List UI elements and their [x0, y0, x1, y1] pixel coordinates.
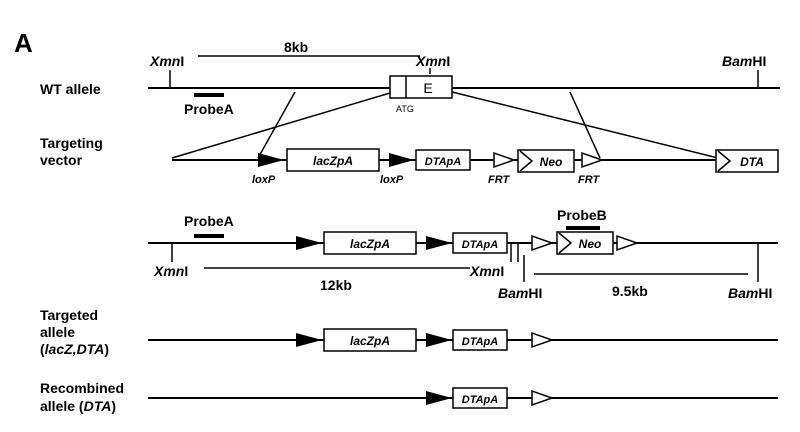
lacz-label-tv: lacZpA [313, 154, 353, 168]
exon-label: E [423, 80, 432, 96]
frt-label-2: FRT [578, 174, 600, 186]
homology-left-inner [171, 92, 391, 159]
dtapa-box-tv [415, 149, 471, 171]
wt-allele-label: WT allele [40, 81, 101, 97]
targeted-allele-label-3: (lacZ,DTA) [40, 341, 109, 357]
neo-label-ko: Neo [579, 237, 602, 251]
dta-promoter-chevron [717, 150, 732, 172]
probe-a-bar-ko [194, 234, 224, 238]
neo-box-ko [556, 231, 614, 255]
dtapa-box-rc [452, 387, 508, 409]
rc-frt-triangle [531, 389, 555, 407]
lacz-label-ko: lacZpA [350, 237, 390, 251]
wt-bam-label: BamHI [722, 53, 766, 69]
homology-right-inner [569, 91, 601, 159]
targeted-allele-label-2: allele [40, 324, 75, 340]
ko-bam-label-right: BamHI [728, 285, 772, 301]
targeting-vector-label-1: Targeting [40, 135, 103, 151]
dtapa-box-ko [452, 232, 508, 254]
dtapa-label-rc: DTApA [462, 394, 499, 406]
lacz-box-tv [286, 148, 380, 172]
probe-a-label-ko: ProbeA [184, 213, 234, 229]
recombined-allele-label-2: allele (DTA) [40, 398, 116, 414]
wt-8kb-label: 8kb [284, 39, 308, 55]
rc-loxp-triangle [426, 391, 452, 405]
ko-xmn-label-right: XmnI [469, 263, 504, 279]
dtapa-box-ta [452, 329, 508, 351]
dtapa-label-ko: DTApA [462, 239, 499, 251]
dta-box-tv [715, 149, 779, 173]
ko-loxp-triangle-1 [296, 236, 322, 250]
ko-bam-label-left: BamHI [498, 285, 542, 301]
neo-box-tv [517, 149, 575, 173]
probe-a-bar-wt [194, 93, 224, 97]
ko-frt-triangle-2 [616, 234, 640, 252]
wt-xmn-label-right: XmnI [415, 53, 450, 69]
exon-box [389, 75, 453, 99]
ko-loxp-triangle-2 [426, 236, 452, 250]
frt-triangle-2 [581, 151, 605, 169]
lacz-box-ta [323, 328, 417, 352]
ta-loxp-triangle-1 [296, 333, 322, 347]
loxp-label-2: loxP [380, 174, 404, 186]
neo-label-tv: Neo [540, 155, 563, 169]
dtapa-label-ta: DTApA [462, 336, 499, 348]
dtapa-label-tv: DTApA [425, 156, 462, 168]
frt-triangle-1 [493, 151, 517, 169]
ko-9-5kb-label: 9.5kb [612, 283, 648, 299]
ko-12kb-label: 12kb [320, 277, 352, 293]
targeting-vector-label-2: vector [40, 152, 83, 168]
loxp-triangle-1 [258, 153, 284, 167]
recombined-allele-label-1: Recombined [40, 380, 124, 396]
ko-xmn-label-left: XmnI [153, 263, 188, 279]
ta-loxp-triangle-2 [426, 333, 452, 347]
panel-label: A [14, 28, 33, 58]
loxp-label-1: loxP [252, 174, 276, 186]
probe-a-label-wt: ProbeA [184, 101, 234, 117]
frt-label-1: FRT [488, 174, 510, 186]
lacz-label-ta: lacZpA [350, 334, 390, 348]
homology-left-outer [257, 91, 296, 159]
neo-promoter-chevron-ko [558, 232, 573, 254]
probe-b-bar [566, 226, 600, 230]
loxp-triangle-2 [389, 153, 414, 167]
ko-frt-triangle-1 [531, 234, 555, 252]
probe-b-label: ProbeB [557, 207, 607, 223]
targeted-allele-label-1: Targeted [40, 307, 98, 323]
ta-frt-triangle [531, 331, 555, 349]
lacz-box-ko [323, 231, 417, 255]
neo-promoter-chevron-tv [519, 150, 534, 172]
wt-xmn-label-left: XmnI [149, 53, 184, 69]
atg-label: ATG [396, 104, 414, 114]
dta-label-tv: DTA [740, 155, 764, 169]
